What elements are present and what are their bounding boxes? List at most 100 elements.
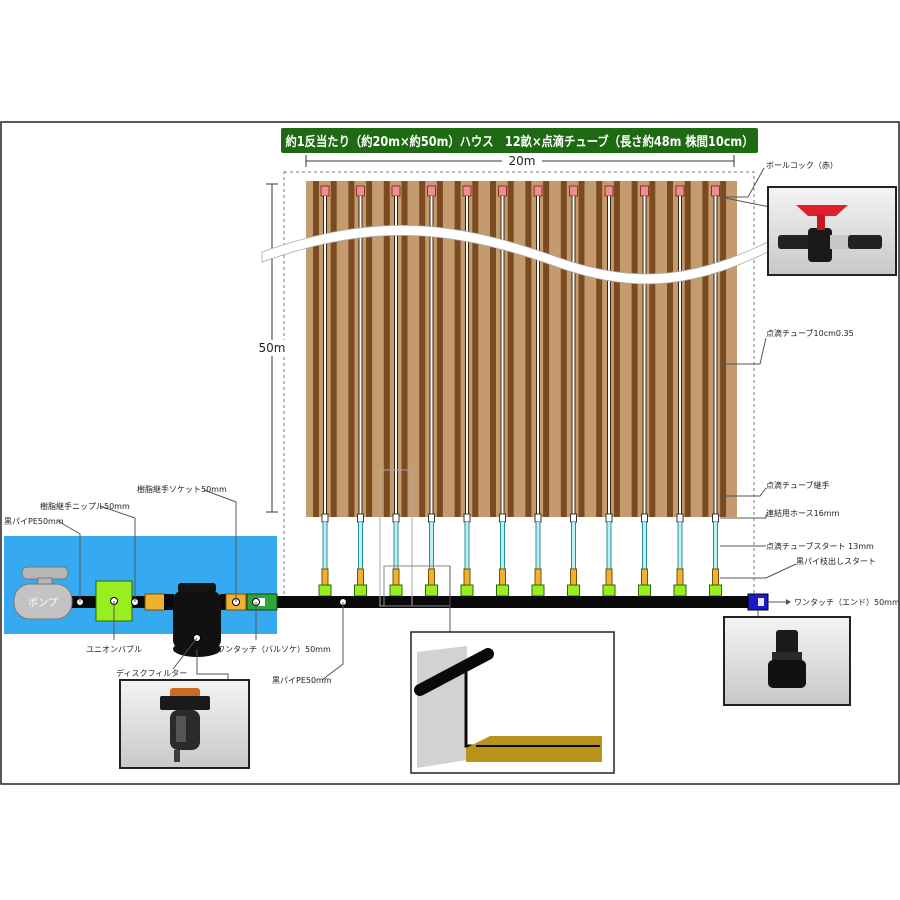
leader-drip-tube — [720, 337, 767, 365]
leader-pe-left — [57, 520, 81, 602]
drip-tube-start — [570, 568, 577, 586]
disc-filter-photo — [119, 679, 250, 769]
one-touch-end-photo — [723, 616, 851, 706]
label-black-pipe-left: 黒パイPE50mm — [4, 517, 64, 526]
black-pipe-branch-start — [602, 584, 616, 597]
black-pipe-branch-start — [567, 584, 580, 597]
label-black-pipe-main: 黒パイPE50mm — [272, 676, 332, 685]
ball-cock-cap — [462, 185, 472, 197]
label-union-valve: ユニオンバブル — [86, 644, 142, 654]
label-one-touch-end: ワンタッチ（エンド）50mm — [794, 598, 900, 607]
furrow-stripe — [702, 181, 709, 517]
drip-row — [567, 185, 580, 597]
drip-tube-joint — [534, 513, 542, 523]
drip-tube-start — [428, 568, 435, 586]
ball-cock-cap — [320, 185, 330, 197]
furrow-stripe — [472, 181, 479, 517]
drip-tube-joint — [357, 513, 364, 523]
leader-socket — [203, 489, 237, 602]
black-pipe-branch-start — [531, 584, 545, 597]
label-connect-hose: 連結用ホース16mm — [766, 508, 840, 518]
black-pipe-branch-start — [460, 584, 474, 597]
leader-nipple — [99, 505, 136, 602]
title-banner — [281, 128, 758, 153]
ball-cock-cap — [711, 185, 720, 197]
drip-tube-joint — [463, 513, 471, 523]
diagram-title: 約1反当たり（約20m×約50m）ハウス 12畝×点滴チューブ（長さ約48m 株… — [286, 134, 754, 150]
drip-row — [425, 185, 438, 597]
furrow-stripe — [366, 181, 373, 517]
ball-cock-cap — [604, 185, 614, 197]
black-pipe-branch-start — [638, 584, 651, 597]
black-pipe-branch-start — [354, 584, 367, 597]
label-drip-joint: 点滴チューブ継手 — [766, 480, 830, 490]
leader-ball-cock-photo — [719, 196, 771, 208]
furrow-stripe — [720, 181, 727, 517]
drip-tube-start — [712, 568, 719, 586]
valve-socket-highlight — [258, 598, 265, 606]
label-disc-filter: ディスクフィルター — [116, 668, 187, 678]
label-black-pipe-start: 黒パイ枝出しスタート — [796, 556, 876, 566]
furrow-stripe — [419, 181, 426, 517]
furrow-stripe — [631, 181, 638, 517]
ball-cock-cap — [533, 185, 543, 197]
length-label-bg — [254, 340, 290, 356]
ball-cock-cap — [427, 185, 436, 197]
label-one-touch-valve: ワンタッチ（バルソケ）50mm — [217, 645, 331, 654]
drip-tube-start — [641, 568, 648, 586]
furrow-stripe — [313, 181, 319, 517]
drip-row — [673, 185, 687, 597]
drip-tube-start — [676, 568, 684, 586]
leader-filter — [172, 637, 198, 670]
ball-cock-cap — [640, 185, 649, 197]
leader-black-pipe-start — [720, 563, 797, 579]
ball-cock-cap — [356, 185, 365, 197]
leader-connect-hose — [720, 514, 767, 519]
drip-tube-joint — [712, 513, 719, 523]
ball-cock-cap — [391, 185, 401, 197]
furrow-stripe — [525, 181, 532, 517]
field-area — [306, 181, 737, 517]
drip-tube-joint — [570, 513, 577, 523]
ball-cock-cap — [569, 185, 578, 197]
furrow-stripe — [684, 181, 691, 517]
leader-filter-photo — [196, 649, 229, 680]
pump: ポンプ — [13, 566, 73, 620]
length-dimension-label: 50m — [259, 341, 286, 355]
drip-tube-start — [534, 568, 542, 586]
furrow-stripe — [667, 181, 673, 517]
label-resin-socket: 樹脂継手ソケット50mm — [137, 484, 227, 494]
black-pipe-branch-start — [496, 584, 509, 597]
drip-tube-joint — [499, 513, 506, 523]
drip-tube-joint — [605, 513, 613, 523]
label-resin-nipple: 樹脂継手ニップル50mm — [40, 501, 130, 511]
furrow-stripe — [613, 181, 620, 517]
arrow-one-touch-end — [786, 599, 791, 605]
furrow-group — [313, 181, 727, 517]
black-pipe-branch-start — [389, 584, 403, 597]
end-fitting-highlight — [758, 598, 764, 606]
leader-drip-joint — [720, 487, 767, 497]
leader-main-pipe — [321, 602, 344, 681]
furrow-stripe — [507, 181, 514, 517]
black-pipe-branch-start — [673, 584, 687, 597]
leader-ball-cock — [720, 167, 765, 198]
house-outline — [283, 171, 755, 607]
furrow-stripe — [454, 181, 461, 517]
drip-tube-joint — [676, 513, 684, 523]
furrow-stripe — [401, 181, 408, 517]
width-dimension-label: 20m — [509, 154, 536, 168]
furrow-stripe — [348, 181, 355, 517]
pump-label: ポンプ — [28, 597, 58, 609]
drip-tube-start — [357, 568, 364, 586]
black-pipe-branch-start — [318, 584, 332, 597]
label-drip-tube: 点滴チューブ10cm0.35 — [766, 328, 854, 338]
furrow-stripe — [543, 181, 550, 517]
drip-row — [638, 185, 651, 597]
drip-tube-start — [321, 568, 329, 586]
label-ball-cock: ボールコック（赤） — [766, 161, 838, 170]
drip-row — [389, 185, 403, 597]
furrow-stripe — [436, 181, 443, 517]
drip-tube-joint — [392, 513, 400, 523]
